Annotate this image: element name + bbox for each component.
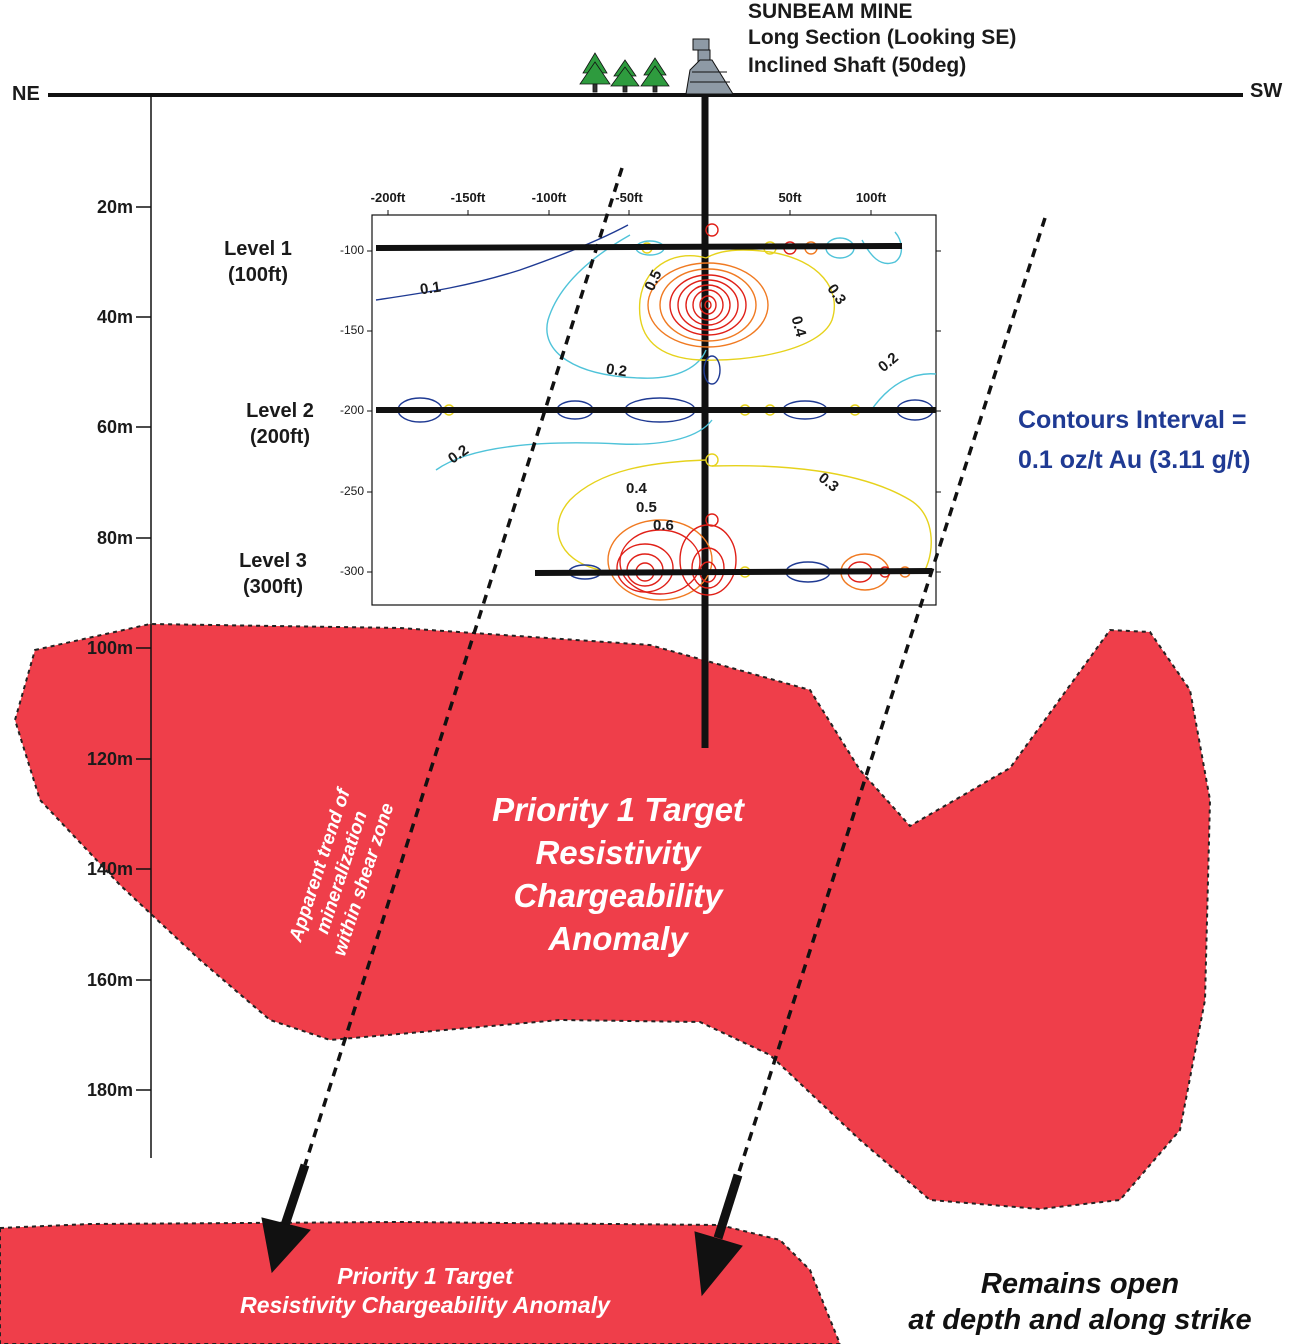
target-line: Resistivity bbox=[535, 834, 701, 871]
contour-label: 0.6 bbox=[653, 517, 674, 534]
lower-anomaly-body bbox=[0, 1220, 842, 1344]
inset-y-tick: -100 bbox=[339, 243, 364, 257]
inset-y-tick: -150 bbox=[339, 323, 364, 337]
inset-x-tick: -200ft bbox=[370, 190, 406, 205]
depth-axis-ticks bbox=[136, 206, 151, 1091]
inset-x-tick: -150ft bbox=[450, 190, 486, 205]
open-note-line: Remains open bbox=[980, 1268, 1180, 1300]
inset-y-tick: -300 bbox=[339, 564, 364, 578]
title-mine-name: SUNBEAM MINE bbox=[748, 0, 913, 23]
direction-sw-label: SW bbox=[1250, 80, 1283, 102]
level-1-drift bbox=[375, 243, 903, 251]
level-1-label: Level 1 (100ft) bbox=[193, 236, 323, 288]
contour-label: 0.2 bbox=[604, 360, 628, 381]
depth-label: 80m bbox=[96, 528, 133, 548]
level-depth: (300ft) bbox=[242, 576, 303, 598]
down-arrow-icon bbox=[694, 1173, 743, 1297]
lower-target-label: Priority 1 Target Resistivity Chargeabil… bbox=[175, 1262, 675, 1320]
trend-line-right bbox=[736, 217, 1047, 1176]
depth-label: 60m bbox=[96, 417, 133, 437]
level-depth: (200ft) bbox=[249, 426, 310, 448]
contour-interval-note: Contours Interval = 0.1 oz/t Au (3.11 g/… bbox=[1018, 400, 1250, 480]
level-name: Level 2 bbox=[246, 400, 314, 422]
inset-x-tick: 50ft bbox=[778, 190, 802, 205]
inset-x-tick: -100ft bbox=[531, 190, 567, 205]
level-depth: (100ft) bbox=[227, 264, 288, 286]
target-line: Anomaly bbox=[548, 920, 688, 957]
main-anomaly-body bbox=[13, 622, 1212, 1211]
depth-label: 180m bbox=[86, 1080, 133, 1100]
target-line: Priority 1 Target bbox=[492, 791, 744, 828]
inset-y-tick: -200 bbox=[339, 403, 364, 417]
target-line: Resistivity Chargeability Anomaly bbox=[240, 1292, 610, 1318]
down-arrow-icon bbox=[261, 1163, 311, 1274]
contour-interval-line2: 0.1 oz/t Au (3.11 g/t) bbox=[1018, 446, 1251, 474]
level-3-drift bbox=[534, 568, 933, 576]
direction-ne-label: NE bbox=[12, 83, 40, 105]
title-shaft-type: Inclined Shaft (50deg) bbox=[748, 54, 967, 77]
headframe-icon bbox=[685, 38, 734, 95]
inset-x-tick: -50ft bbox=[615, 190, 643, 205]
target-line: Priority 1 Target bbox=[337, 1263, 513, 1289]
contour-label: 0.5 bbox=[636, 499, 657, 516]
level-3-label: Level 3 (300ft) bbox=[208, 548, 338, 600]
main-target-label: Priority 1 Target Resistivity Chargeabil… bbox=[418, 788, 818, 960]
inset-y-tick: -250 bbox=[339, 484, 364, 498]
contour-label: 0.1 bbox=[418, 278, 442, 299]
contour-label: 0.4 bbox=[626, 480, 647, 497]
tree-icon bbox=[579, 52, 670, 93]
title-section-type: Long Section (Looking SE) bbox=[748, 26, 1017, 49]
remains-open-note: Remains open at depth and along strike bbox=[870, 1266, 1290, 1338]
depth-label: 160m bbox=[86, 970, 133, 990]
target-line: Chargeability bbox=[513, 877, 723, 914]
trend-line-left bbox=[303, 167, 624, 1166]
level-2-label: Level 2 (200ft) bbox=[215, 398, 345, 450]
level-name: Level 3 bbox=[239, 550, 307, 572]
depth-label: 100m bbox=[86, 638, 133, 658]
contour-interval-line1: Contours Interval = bbox=[1018, 406, 1247, 434]
depth-label: 120m bbox=[86, 749, 133, 769]
depth-label: 20m bbox=[96, 197, 133, 217]
depth-label: 140m bbox=[86, 859, 133, 879]
open-note-line: at depth and along strike bbox=[908, 1304, 1252, 1336]
depth-label: 40m bbox=[96, 307, 133, 327]
level-name: Level 1 bbox=[224, 238, 292, 260]
inset-x-tick: 100ft bbox=[855, 190, 887, 205]
